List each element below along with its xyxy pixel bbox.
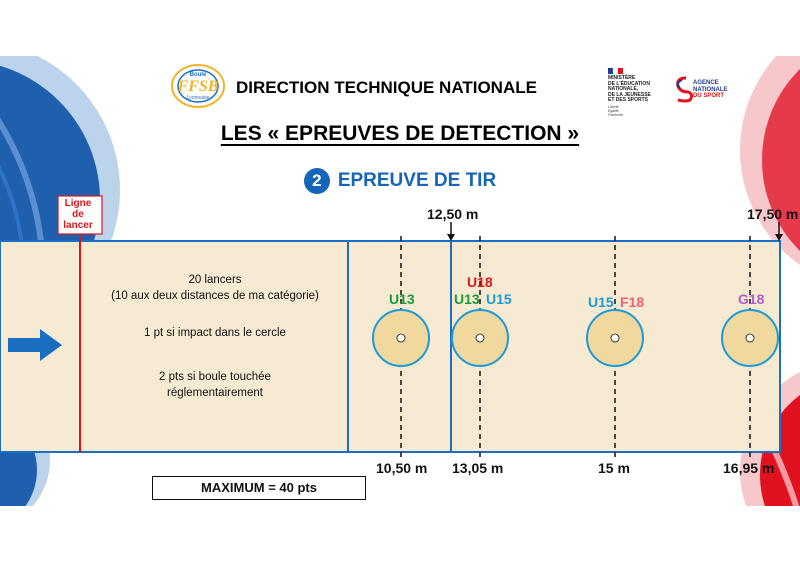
page-title: LES « EPREUVES DE DETECTION » [220,122,580,145]
direction-arrow-icon [8,329,62,361]
ligne-word-1: Ligne [64,198,92,209]
ans-text: AGENCE NATIONALE DU SPORT [693,80,728,100]
distance-bottom-15: 15 m [598,460,630,476]
ffsb-small-bottom: Lyonnaise [186,95,210,101]
category-f18: F18 [620,294,645,310]
instruction-line-5: réglementairement [167,387,263,399]
distance-bottom-16-95: 16,95 m [723,460,775,476]
ministere-line-5: ET DES SPORTS [608,97,649,103]
target-15 [586,309,644,367]
instruction-line-4: 2 pts si boule touchée [159,371,271,383]
distance-bottom-13-05: 13,05 m [452,460,504,476]
section-number-badge: 2 [303,168,330,194]
category-u15-b: U15 [588,294,614,310]
section-heading: 2 EPREUVE DE TIR [0,168,800,194]
ans-line-2: NATIONALE [693,86,728,93]
ligne-de-lancer-label: Ligne de lancer [58,198,98,231]
ffsb-main: FFSB [177,78,219,95]
instruction-line-1: 20 lancers [188,274,242,286]
ministere-motto: Liberté Égalité Fraternité [608,105,651,117]
category-u18: U18 [467,274,493,290]
target-10-50 [372,309,430,367]
ans-line-1: AGENCE [693,80,719,86]
ligne-label-box [57,195,103,235]
ministere-text: MINISTÈRE DE L'ÉDUCATION NATIONALE, DE L… [608,75,651,117]
category-u13-b: U13 [454,291,480,307]
category-u13-a: U13 [389,291,415,307]
maximum-box: MAXIMUM = 40 pts [152,476,366,500]
ffsb-small-top: Boule [189,72,207,78]
ministere-line-4: DE LA JEUNESSE [608,91,651,98]
category-g18: G18 [738,291,765,307]
instruction-line-3: 1 pt si impact dans le cercle [144,327,286,339]
ministere-line-1: MINISTÈRE [608,75,636,81]
target-16-95 [721,309,779,367]
distance-top-17-50: 17,50 m [747,206,799,222]
distance-bottom-10-50: 10,50 m [376,460,428,476]
category-u15-a: U15 [486,291,512,307]
ffsb-logo [171,64,225,108]
instruction-line-2: (10 aux deux distances de ma catégorie) [111,290,319,302]
target-13-05 [451,309,509,367]
ministere-logo [608,67,623,75]
ligne-word-2: de [72,209,84,220]
distance-top-12-50: 12,50 m [427,206,479,222]
ans-line-3: DU SPORT [693,93,725,99]
motto-1: Liberté [608,104,619,109]
ffsb-logo-text: Boule FFSB Lyonnaise [174,72,222,101]
ligne-word-3: lancer [63,220,93,231]
motto-3: Fraternité [608,112,623,117]
header-title: DIRECTION TECHNIQUE NATIONALE [236,78,537,97]
section-title: EPREUVE DE TIR [337,170,497,191]
ministere-line-2: DE L'ÉDUCATION [608,80,650,87]
motto-2: Égalité [608,108,619,113]
ministere-line-3: NATIONALE, [608,86,639,92]
ans-logo [676,76,694,103]
